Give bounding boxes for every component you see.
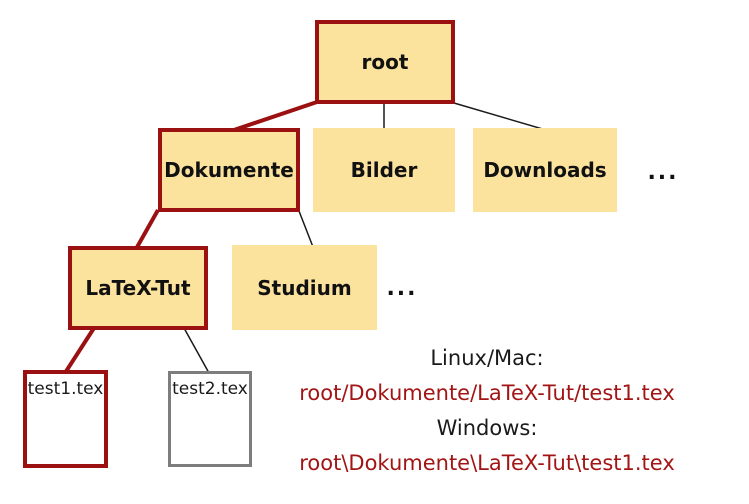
path-caption: Linux/Mac: root/Dokumente/LaTeX-Tut/test… bbox=[262, 341, 712, 481]
linux-mac-label: Linux/Mac: bbox=[430, 346, 544, 370]
tree-node-root-label: root bbox=[361, 50, 409, 74]
tree-node-downloads-label: Downloads bbox=[483, 158, 607, 182]
edge-dokumente-latextut bbox=[134, 209, 160, 250]
file-node-test1-label: test1.tex bbox=[27, 379, 104, 399]
edge-latextut-test1 bbox=[63, 326, 96, 375]
row3-more-ellipsis-label: ... bbox=[386, 276, 418, 301]
windows-path: root\Dokumente\LaTeX-Tut\test1.tex bbox=[299, 451, 675, 475]
tree-node-downloads: Downloads bbox=[473, 128, 617, 212]
tree-node-bilder-label: Bilder bbox=[350, 158, 418, 182]
file-node-test2: test2.tex bbox=[168, 371, 252, 467]
tree-node-root: root bbox=[315, 20, 455, 104]
linux-mac-path: root/Dokumente/LaTeX-Tut/test1.tex bbox=[299, 381, 675, 405]
edge-latextut-test2 bbox=[183, 327, 210, 374]
row2-more-ellipsis-label: ... bbox=[647, 160, 679, 185]
tree-node-latex-tut-label: LaTeX-Tut bbox=[85, 276, 191, 300]
edge-dokumente-studium bbox=[298, 210, 314, 248]
tree-node-latex-tut: LaTeX-Tut bbox=[68, 246, 208, 330]
tree-node-dokumente-label: Dokumente bbox=[164, 158, 294, 182]
file-node-test1: test1.tex bbox=[23, 370, 108, 468]
tree-node-studium-label: Studium bbox=[257, 275, 352, 300]
edge-root-dokumente bbox=[230, 100, 318, 133]
file-node-test2-label: test2.tex bbox=[172, 379, 248, 399]
tree-node-studium: Studium bbox=[232, 245, 377, 330]
tree-node-bilder: Bilder bbox=[313, 128, 455, 212]
row2-more-ellipsis: ... bbox=[633, 158, 693, 188]
row3-more-ellipsis: ... bbox=[372, 274, 432, 304]
windows-label: Windows: bbox=[436, 416, 538, 440]
edge-root-downloads bbox=[453, 102, 547, 131]
tree-node-dokumente: Dokumente bbox=[158, 128, 300, 212]
